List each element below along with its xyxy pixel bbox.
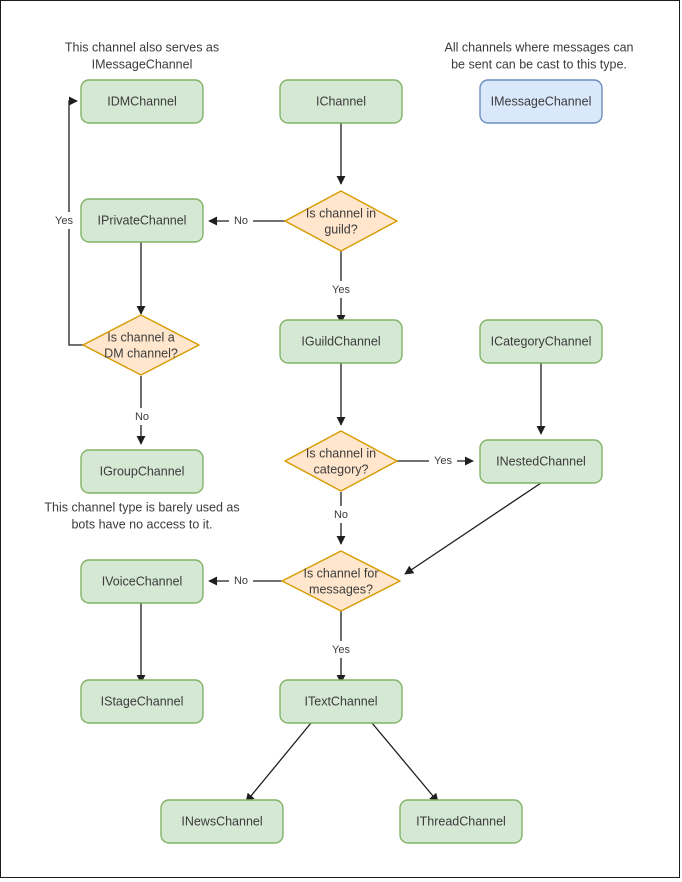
annotation-message-note-line1: All channels where messages can: [445, 40, 634, 54]
node-label-istage-channel: IStageChannel: [101, 694, 184, 708]
node-is-channel-in-guild[interactable]: Is channel in guild?: [284, 190, 398, 252]
node-idm-channel[interactable]: IDMChannel: [80, 79, 204, 124]
annotations: This channel also serves as IMessageChan…: [44, 40, 633, 531]
node-label-is-channel-dm-line2: DM channel?: [104, 346, 178, 360]
node-inested-channel[interactable]: INestedChannel: [479, 439, 603, 484]
node-label-is-channel-in-category-line2: category?: [314, 462, 369, 476]
node-ithread-channel[interactable]: IThreadChannel: [399, 799, 523, 844]
edge-label-category-no: No: [334, 509, 348, 521]
annotation-message-note-line2: be sent can be cast to this type.: [451, 57, 627, 71]
edge-label-dm-no: No: [135, 411, 149, 423]
edge-label-guild-yes: Yes: [332, 284, 350, 296]
node-label-inews-channel: INewsChannel: [181, 814, 262, 828]
node-label-is-channel-in-guild-line2: guild?: [324, 222, 357, 236]
node-ichannel[interactable]: IChannel: [279, 79, 403, 124]
annotation-dm-note-line1: This channel also serves as: [65, 40, 219, 54]
edge-label-guild-no: No: [234, 215, 248, 227]
node-itext-channel[interactable]: ITextChannel: [279, 679, 403, 724]
node-inews-channel[interactable]: INewsChannel: [160, 799, 284, 844]
edge-labels: No Yes Yes No Yes No No Yes: [51, 212, 457, 658]
node-is-channel-dm[interactable]: Is channel a DM channel?: [82, 314, 200, 376]
annotation-group-note-line2: bots have no access to it.: [71, 517, 212, 531]
node-label-iguild-channel: IGuildChannel: [301, 334, 380, 348]
edge-itextchannel-to-inewschannel: [245, 722, 312, 803]
node-label-ichannel: IChannel: [316, 94, 366, 108]
node-label-is-channel-in-guild-line1: Is channel in: [306, 206, 376, 220]
node-ivoice-channel[interactable]: IVoiceChannel: [80, 559, 204, 604]
node-label-igroup-channel: IGroupChannel: [100, 464, 185, 478]
node-label-imessage-channel: IMessageChannel: [491, 94, 592, 108]
node-label-is-channel-for-messages-line1: Is channel for: [303, 566, 378, 580]
edge-label-messages-yes: Yes: [332, 644, 350, 656]
nodes: IDMChannel IChannel IMessageChannel IPri…: [80, 79, 603, 844]
node-iguild-channel[interactable]: IGuildChannel: [279, 319, 403, 364]
node-label-is-channel-dm-line1: Is channel a: [107, 330, 174, 344]
node-label-inested-channel: INestedChannel: [496, 454, 586, 468]
node-label-ithread-channel: IThreadChannel: [416, 814, 506, 828]
edge-itextchannel-to-ithreadchannel: [371, 722, 439, 803]
node-is-channel-in-category[interactable]: Is channel in category?: [284, 430, 398, 492]
node-label-iprivate-channel: IPrivateChannel: [98, 213, 187, 227]
node-imessage-channel[interactable]: IMessageChannel: [479, 79, 603, 124]
node-label-is-channel-in-category-line1: Is channel in: [306, 446, 376, 460]
node-label-icategory-channel: ICategoryChannel: [491, 334, 592, 348]
node-label-idm-channel: IDMChannel: [107, 94, 176, 108]
node-label-is-channel-for-messages-line2: messages?: [309, 582, 373, 596]
node-iprivate-channel[interactable]: IPrivateChannel: [80, 198, 204, 243]
node-icategory-channel[interactable]: ICategoryChannel: [479, 319, 603, 364]
edge-inestedchannel-to-messages-question: [404, 482, 542, 575]
edge-label-dm-yes: Yes: [55, 215, 73, 227]
node-istage-channel[interactable]: IStageChannel: [80, 679, 204, 724]
node-label-ivoice-channel: IVoiceChannel: [102, 574, 183, 588]
annotation-dm-note-line2: IMessageChannel: [92, 57, 193, 71]
node-label-itext-channel: ITextChannel: [305, 694, 378, 708]
edge-label-messages-no: No: [234, 575, 248, 587]
edge-label-category-yes: Yes: [434, 455, 452, 467]
node-igroup-channel[interactable]: IGroupChannel: [80, 449, 204, 494]
annotation-group-note-line1: This channel type is barely used as: [44, 500, 239, 514]
node-is-channel-for-messages[interactable]: Is channel for messages?: [281, 550, 401, 612]
